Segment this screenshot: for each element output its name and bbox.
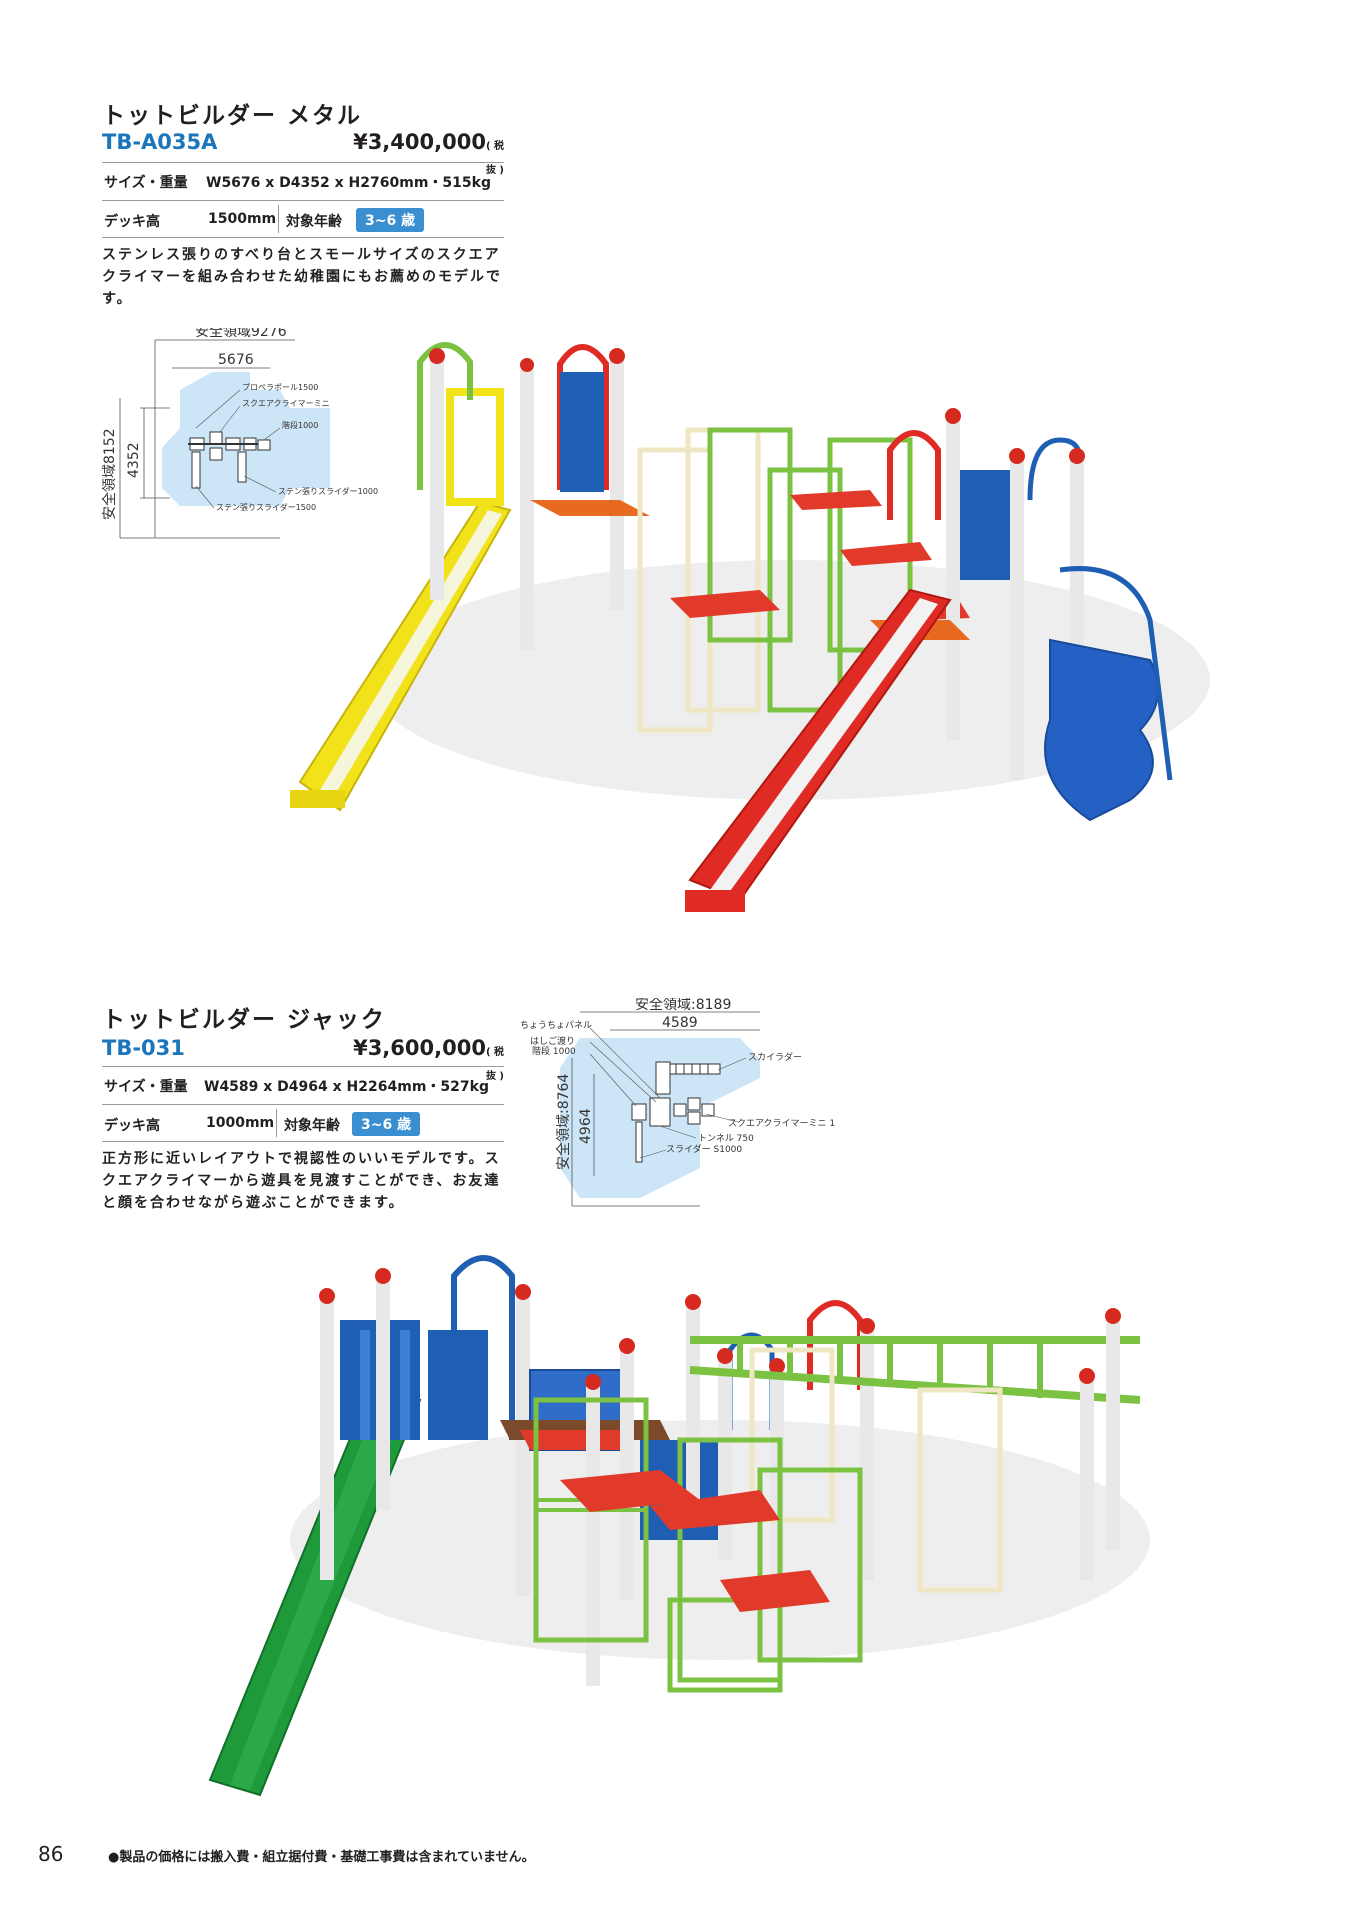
product-1-price-suffix: ( 税抜 ) [485, 141, 504, 176]
diagram-1-depth: 4352 [126, 442, 142, 478]
product-1-description: ステンレス張りのすべり台とスモールサイズのスクエアクライマーを組み合わせた幼稚園… [102, 247, 502, 307]
diagram-2-part-label: 階段 1000 [532, 1045, 576, 1057]
diagram-2-width: 4589 [662, 1015, 698, 1031]
divider [102, 1141, 504, 1142]
product-2-size-label: サイズ・重量 [104, 1079, 188, 1095]
product-1-age-label: 対象年齢 [286, 214, 342, 230]
product-2-age-badge: 3~6 歳 [352, 1112, 421, 1136]
divider [102, 162, 504, 163]
product-2-age-label: 対象年齢 [284, 1118, 340, 1134]
product-2-description: 正方形に近いレイアウトで視認性のいいモデルです。スクエアクライマーから遊具を見渡… [102, 1151, 501, 1211]
product-1-price-value: ¥3,400,000 [353, 130, 486, 154]
diagram-2-part-label: スクエアクライマーミニ 1 [728, 1118, 835, 1129]
divider [276, 1109, 277, 1137]
diagram-2-safety-depth: 安全領域:8764 [555, 1074, 572, 1170]
diagram-1-part-label: スクエアクライマーミニ [242, 399, 330, 408]
product-2-code: TB-031 [102, 1036, 185, 1060]
product-2-price: ¥3,600,000( 税抜 ) [344, 1036, 504, 1084]
product-2-deck-label: デッキ高 [104, 1118, 160, 1134]
diagram-2-part-label: ちょうちょパネル [520, 1020, 592, 1031]
diagram-2-depth: 4964 [578, 1108, 594, 1144]
divider [278, 205, 279, 233]
divider [102, 200, 504, 201]
product-2-price-value: ¥3,600,000 [353, 1036, 486, 1060]
product-1-title: トットビルダー メタル [102, 103, 363, 129]
diagram-2-part-label: スカイラダー [748, 1051, 802, 1063]
product-2-layout-diagram: 安全領域:8189 4589 ちょうちょパネル はしご渡り 階段 1000 スカ… [520, 996, 840, 1210]
divider [102, 1066, 504, 1067]
diagram-1-part-label: ステン張りスライダー1000 [278, 486, 378, 496]
diagram-1-safety-width: 安全領域9276 [195, 328, 287, 340]
diagram-1-part-label: ステン張りスライダー1500 [216, 502, 316, 512]
divider [102, 237, 504, 238]
diagram-1-width: 5676 [218, 352, 254, 368]
product-1-price: ¥3,400,000( 税抜 ) [344, 130, 504, 178]
product-1-code: TB-A035A [102, 130, 218, 154]
diagram-2-part-label: はしご渡り [530, 1035, 575, 1047]
product-1-age-badge: 3~6 歳 [356, 208, 425, 232]
product-1-size-label: サイズ・重量 [104, 175, 188, 191]
diagram-1-part-label: プロペラポール1500 [242, 383, 318, 392]
product-2-deck-value: 1000mm [206, 1115, 275, 1131]
product-1-deck-label: デッキ高 [104, 214, 160, 230]
product-2-photo [200, 1240, 1180, 1810]
product-1-photo [270, 320, 1240, 920]
diagram-1-part-label: 階段1000 [282, 420, 318, 430]
page-number: 86 [38, 1842, 64, 1866]
diagram-1-safety-depth: 安全領域8152 [101, 428, 118, 520]
divider [102, 1104, 504, 1105]
product-2-title: トットビルダー ジャック [102, 1007, 386, 1033]
product-1-layout-diagram: 安全領域9276 5676 プロペラポール1500 スクエアクライマーミニ 階段… [100, 323, 400, 548]
footer-note: ●製品の価格には搬入費・組立据付費・基礎工事費は含まれていません。 [108, 1850, 535, 1865]
product-2-price-suffix: ( 税抜 ) [485, 1047, 504, 1082]
diagram-2-part-label: スライダー S1000 [666, 1143, 742, 1155]
diagram-2-safety-width: 安全領域:8189 [635, 998, 731, 1013]
product-2-size-value: W4589 x D4964 x H2264mm・527kg [204, 1079, 489, 1095]
diagram-2-part-label: トンネル 750 [698, 1133, 754, 1144]
product-1-deck-value: 1500mm [208, 211, 277, 227]
product-1-size-value: W5676 x D4352 x H2760mm・515kg [206, 175, 491, 191]
